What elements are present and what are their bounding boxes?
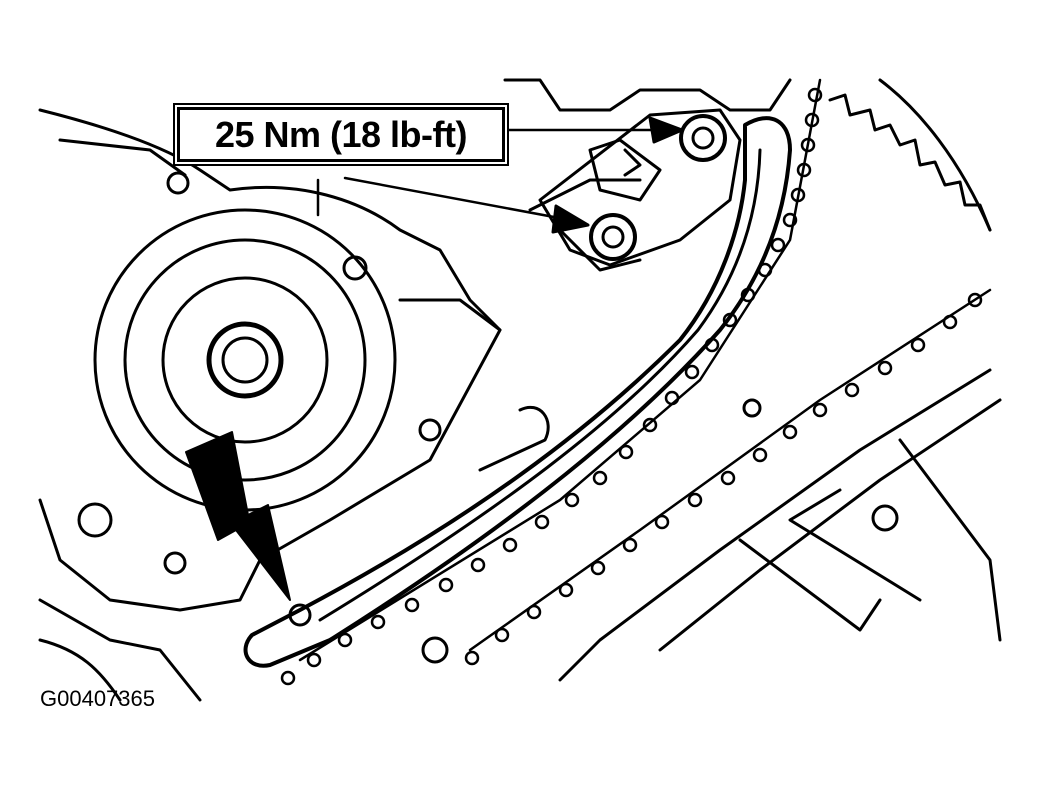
bolt-holes (77, 171, 899, 664)
leader-arrowhead-upper (648, 116, 684, 144)
figure-id: G00407365 (40, 686, 155, 711)
arrow-pointer-icon (185, 431, 291, 601)
cam-sprocket (828, 93, 992, 232)
tensioner-bolt-lower (589, 213, 637, 261)
engine-block-outline (38, 78, 992, 702)
tensioner-bolt-upper (679, 114, 727, 162)
torque-callout-label: 25 Nm (18 lb-ft) (177, 107, 505, 162)
chain-guide-rails (558, 368, 1002, 682)
chain-tensioner (538, 108, 742, 272)
leader-arrowhead-lower (551, 204, 590, 234)
tensioner-guide-arm (243, 116, 792, 668)
callout-leader-lines (316, 128, 672, 222)
crank-pulley (93, 208, 397, 512)
